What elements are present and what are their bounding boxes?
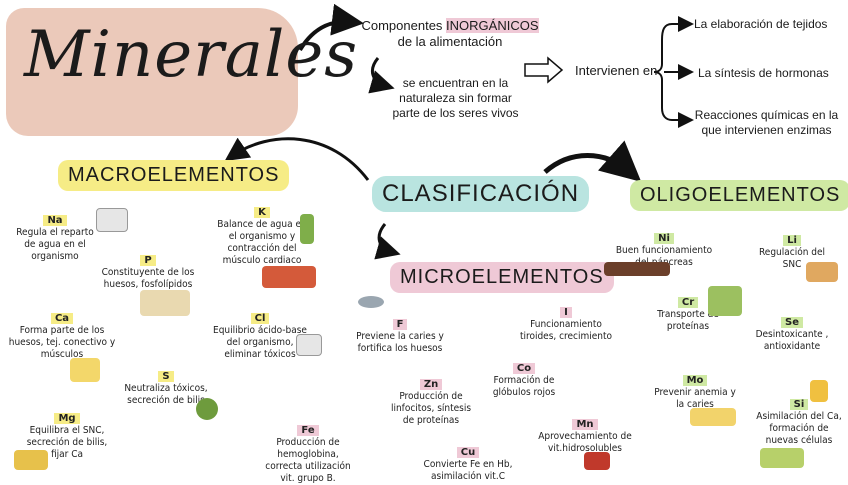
macro-text-k: Balance de agua en el organismo y contra… [217, 219, 307, 266]
symbol-i: I [560, 307, 572, 318]
components-prefix: Componentes [361, 18, 447, 33]
function-2: La síntesis de hormonas [698, 66, 829, 80]
micro-item-i: I Funcionamiento tiroides, crecimiento [512, 300, 620, 343]
symbol-si: Si [789, 399, 809, 410]
clasificacion-heading: CLASIFICACIÓN [372, 176, 590, 212]
symbol-na: Na [43, 215, 67, 226]
symbol-li: Li [783, 235, 801, 246]
lobster-icon [584, 452, 610, 470]
oligo-item-mo: Mo Prevenir anemia y la caries [654, 368, 736, 411]
macro-text-p: Constituyente de los huesos, fosfolípido… [101, 267, 195, 290]
macro-item-s: S Neutraliza tóxicos, secreción de bilis [118, 364, 214, 407]
micro-heading: MICROELEMENTOS [390, 262, 614, 293]
symbol-f: F [392, 319, 408, 330]
micro-text-i: Funcionamiento tiroides, crecimiento [519, 319, 613, 342]
micro-text-zn: Producción de linfocitos, síntesis de pr… [390, 391, 472, 426]
oligo-item-si: Si Asimilación del Ca, formación de nuev… [754, 392, 844, 447]
micro-text-mn: Aprovechamiento de vit.hidrosolubles [538, 431, 632, 454]
intervienen-label: Intervienen en [575, 63, 658, 78]
macro-text-s: Neutraliza tóxicos, secreción de bilis [124, 383, 208, 406]
micro-item-fe: Fe Producción de hemoglobina, correcta u… [258, 418, 358, 485]
vegetable-icon-2 [708, 286, 742, 316]
symbol-zn: Zn [419, 379, 443, 390]
symbol-k: K [254, 207, 270, 218]
beer-icon [810, 380, 828, 402]
nature-text: se encuentran en la naturaleza sin forma… [392, 76, 519, 120]
oligo-text-si: Asimilación del Ca, formación de nuevas … [756, 411, 842, 446]
vegetables-icon [760, 448, 804, 468]
salt-icon [296, 334, 322, 356]
milk-icon [806, 262, 838, 282]
symbol-ni: Ni [654, 233, 674, 244]
cheese-icon [690, 408, 736, 426]
food-icon [140, 290, 190, 316]
title-background [6, 8, 298, 136]
salt-shaker-icon [96, 208, 128, 232]
oligo-item-se: Se Desintoxicante , antioxidante [754, 310, 830, 353]
micro-text-co: Formación de glóbulos rojos [492, 375, 556, 398]
macro-text-ca: Forma parte de los huesos, tej. conectiv… [8, 325, 116, 360]
symbol-s: S [158, 371, 174, 382]
symbol-cu: Cu [456, 447, 480, 458]
chocolate-icon [604, 262, 670, 276]
oligo-item-cr: Cr Transporte de proteínas [656, 290, 720, 333]
macro-text-na: Regula el reparto de agua en el organism… [16, 227, 94, 262]
macro-item-k: K Balance de agua en el organismo y cont… [214, 200, 310, 267]
vegetable-icon [300, 214, 314, 244]
micro-item-mn: Mn Aprovechamiento de vit.hidrosolubles [526, 412, 644, 455]
micro-text-f: Previene la caries y fortifica los hueso… [356, 331, 444, 354]
components-suffix: de la alimentación [397, 34, 503, 49]
macro-item-na: Na Regula el reparto de agua en el organ… [10, 208, 100, 263]
oligo-text-se: Desintoxicante , antioxidante [755, 329, 829, 352]
macro-item-ca: Ca Forma parte de los huesos, tej. conec… [6, 306, 118, 361]
dairy-icon [70, 358, 100, 382]
oligo-item-li: Li Regulación del SNC [756, 228, 828, 271]
corn-icon [14, 450, 48, 470]
oligo-text-li: Regulación del SNC [758, 247, 826, 270]
fruit-icon [262, 266, 316, 288]
micro-text-fe: Producción de hemoglobina, correcta util… [265, 437, 351, 484]
symbol-fe: Fe [297, 425, 319, 436]
oligo-text-mo: Prevenir anemia y la caries [654, 387, 736, 410]
macro-text-cl: Equilibrio ácido-base del organismo, eli… [213, 325, 307, 360]
symbol-p: P [140, 255, 156, 266]
page-title: Minerales [24, 18, 359, 92]
inorganic-highlight: INORGÁNICOS [446, 18, 539, 33]
macro-item-p: P Constituyente de los huesos, fosfolípi… [100, 248, 196, 291]
symbol-mo: Mo [682, 375, 708, 386]
macro-item-cl: Cl Equilibrio ácido-base del organismo, … [212, 306, 308, 361]
symbol-co: Co [512, 363, 536, 374]
broccoli-icon [196, 398, 218, 420]
oligo-heading: OLIGOELEMENTOS [630, 180, 848, 211]
oligo-text-cr: Transporte de proteínas [657, 309, 719, 332]
macro-text-mg: Equilibra el SNC, secreción de bilis, fi… [26, 425, 108, 460]
function-3: Reacciones químicas en la que interviene… [694, 108, 839, 137]
symbol-cr: Cr [677, 297, 699, 308]
macro-item-mg: Mg Equilibra el SNC, secreción de bilis,… [22, 406, 112, 461]
micro-item-f: F Previene la caries y fortifica los hue… [352, 312, 448, 355]
components-text: Componentes INORGÁNICOS de la alimentaci… [360, 18, 540, 50]
symbol-mn: Mn [572, 419, 598, 430]
symbol-cl: Cl [250, 313, 270, 324]
micro-text-cu: Convierte Fe en Hb, asimilación vit.C [423, 459, 513, 482]
macro-heading: MACROELEMENTOS [58, 160, 290, 191]
fish-icon [358, 296, 384, 308]
symbol-se: Se [781, 317, 803, 328]
micro-item-zn: Zn Producción de linfocitos, síntesis de… [386, 372, 476, 427]
symbol-ca: Ca [50, 313, 74, 324]
function-1: La elaboración de tejidos [694, 17, 828, 31]
micro-item-co: Co Formación de glóbulos rojos [488, 356, 560, 399]
symbol-mg: Mg [54, 413, 80, 424]
